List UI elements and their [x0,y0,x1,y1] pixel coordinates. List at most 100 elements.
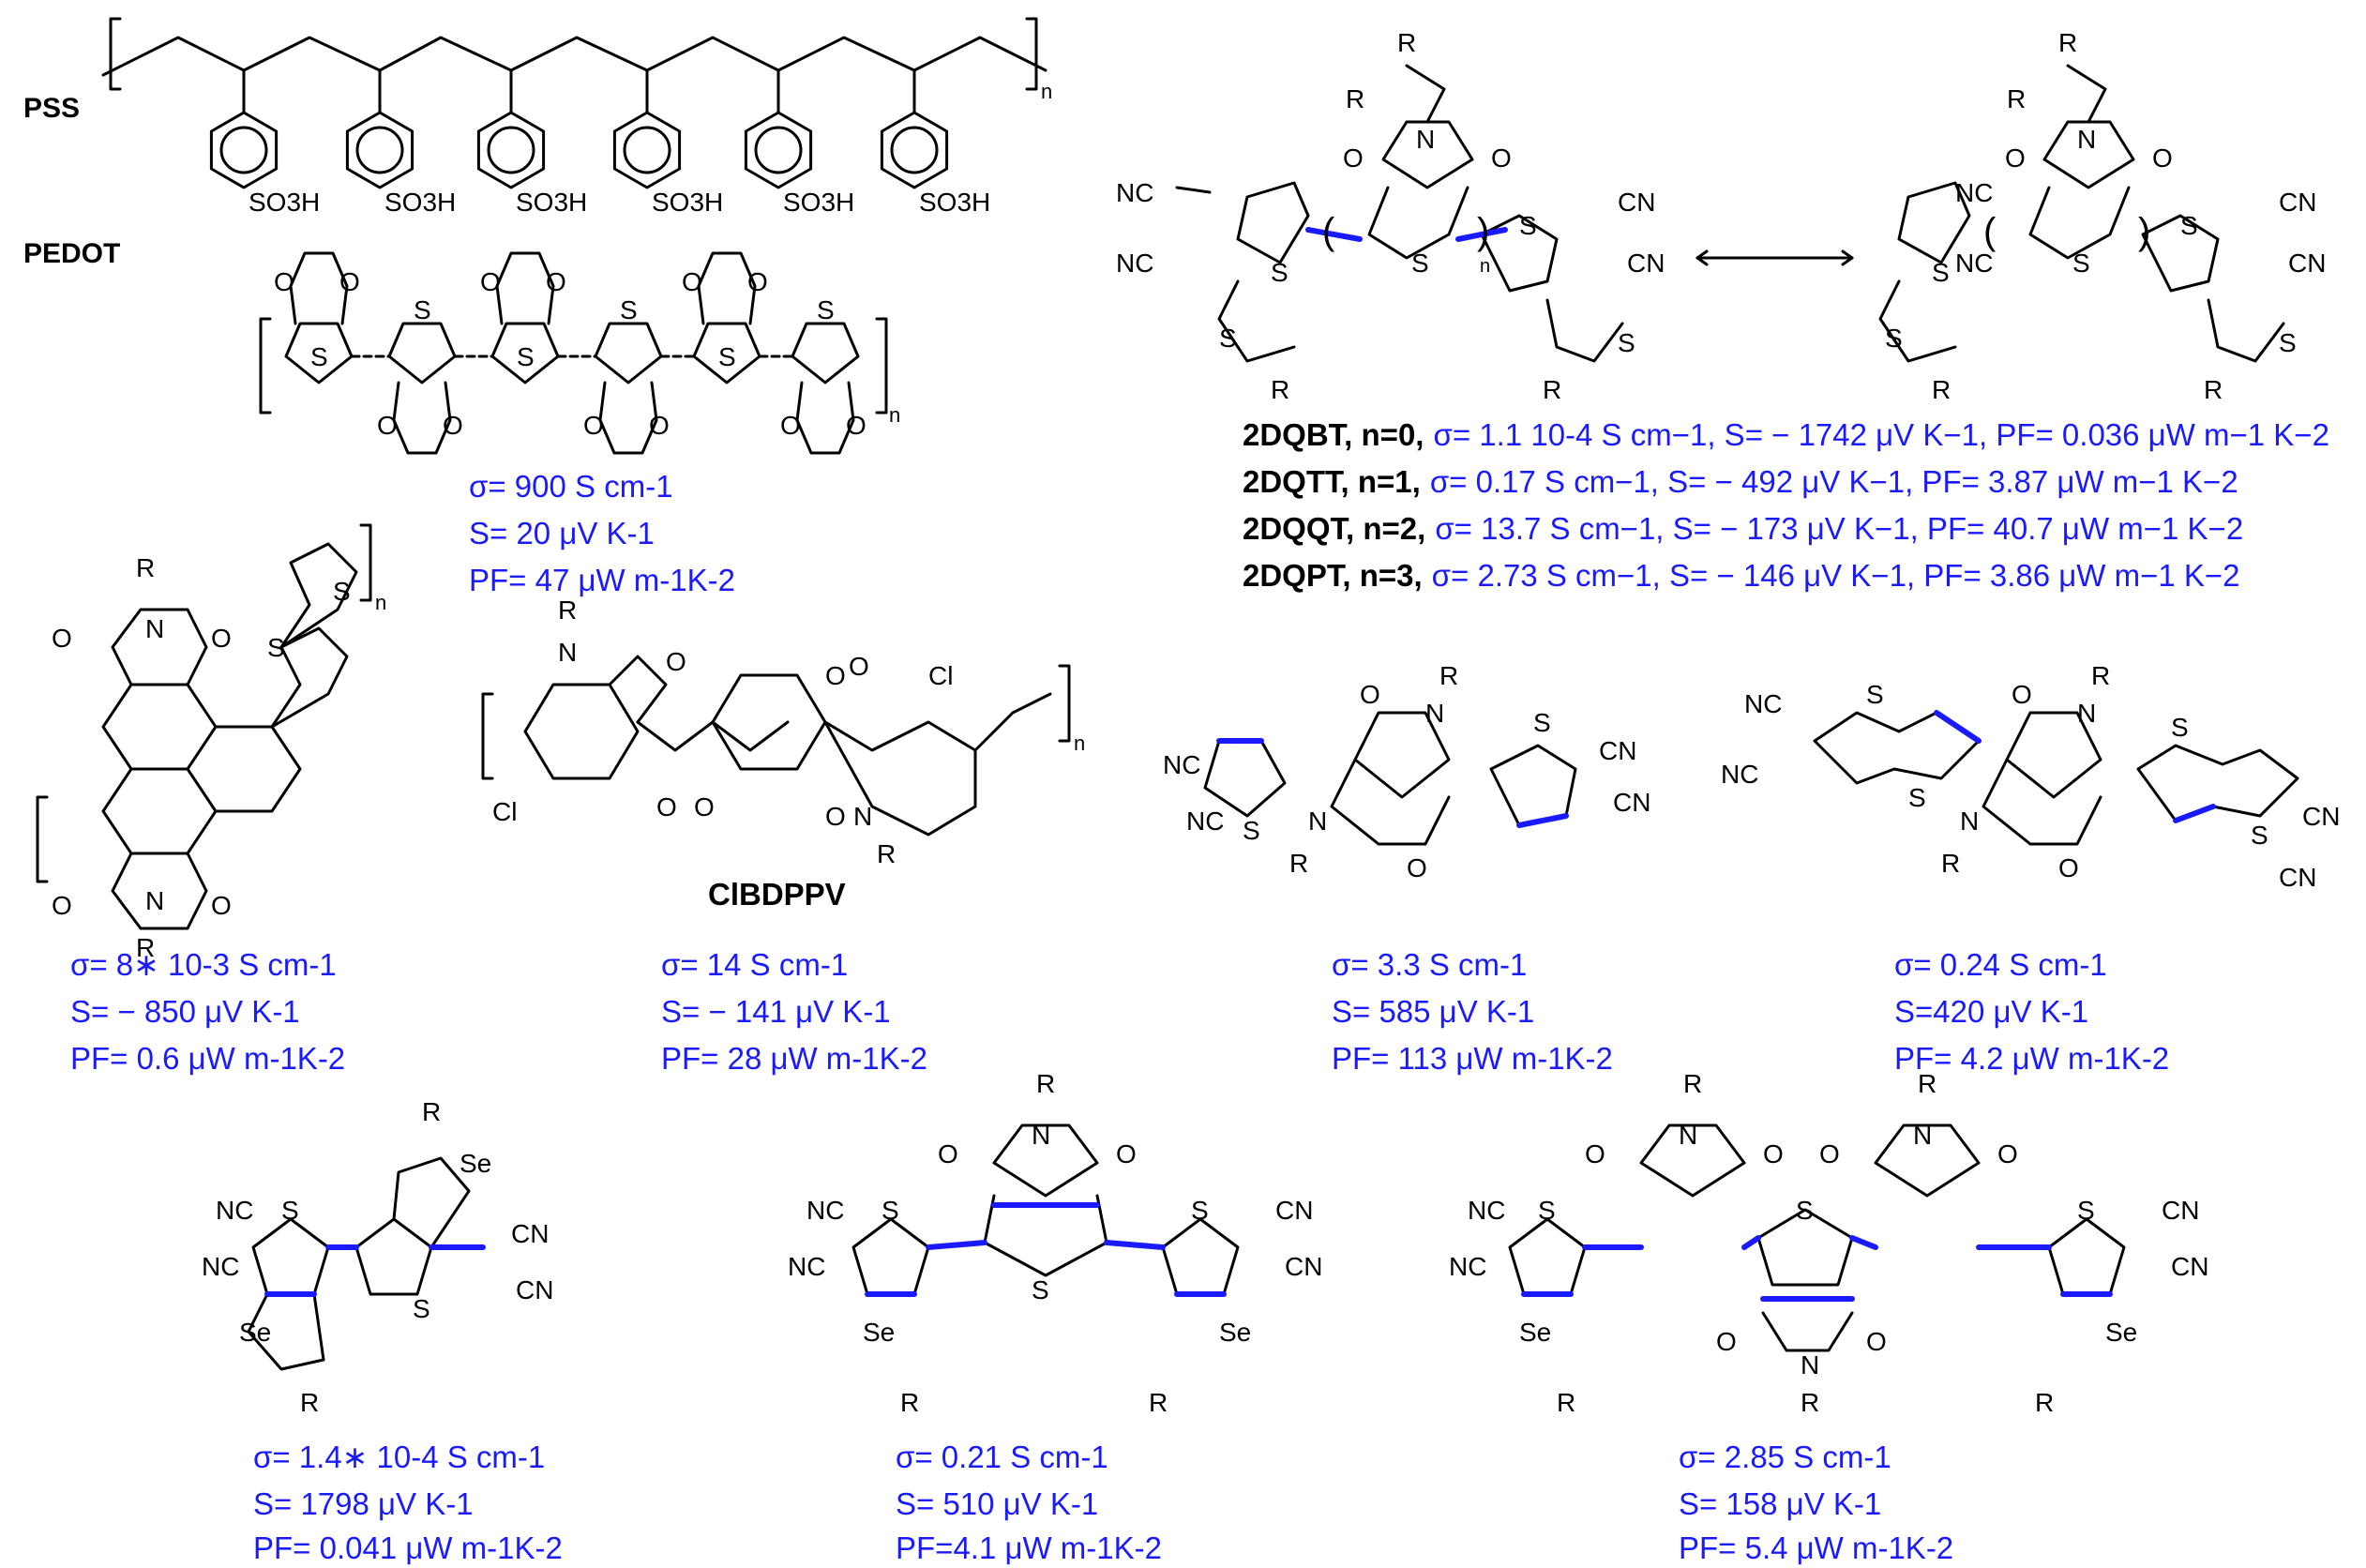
pedot-thiophene-ring [387,322,457,384]
svg-text:N: N [1801,1350,1819,1380]
svg-text:S: S [2180,211,2198,240]
svg-text:S: S [1411,249,1429,278]
svg-text:O: O [1116,1139,1137,1168]
svg-text:O: O [2012,680,2032,709]
svg-text:Cl: Cl [492,797,517,826]
pedot-thiophene-ring [692,322,761,384]
svg-text:O: O [825,661,846,690]
svg-text:NC: NC [1744,689,1782,718]
so3h-label: SO3H [919,188,990,217]
svg-text:S: S [333,577,351,606]
svg-text:CN: CN [2279,863,2316,892]
clbdppv-structure: N R O Cl O O O O Cl O N R n ClBDPPV [481,596,1085,912]
svg-text:N: N [1308,807,1327,836]
svg-text:S: S [2072,249,2090,278]
clbdppv-label: ClBDPPV [708,877,846,912]
se-medium-structure: N R O O S S Se R S Se R NC NC CN CN [788,1069,1322,1417]
svg-text:N: N [1032,1121,1050,1150]
svg-text:S: S [310,342,328,371]
dpp-thienothiophene-structure: O N R O N R S S S S NC NC CN CN [1721,661,2340,892]
svg-text:CN: CN [1275,1196,1313,1225]
so3h-label: SO3H [516,188,587,217]
svg-text:R: R [558,596,577,625]
dpp-tt-sigma: σ= 0.24 S cm-1 [1894,947,2107,982]
svg-text:NC: NC [806,1196,844,1225]
so3h-label: SO3H [249,188,320,217]
svg-text:S: S [2251,821,2268,850]
dpp-t-power-factor: PF= 113 μW m-1K-2 [1332,1041,1613,1076]
svg-text:Se: Se [1219,1318,1251,1347]
svg-text:S: S [414,295,431,324]
svg-text:N: N [1425,699,1444,728]
svg-text:): ) [1477,211,1489,252]
svg-text:O: O [849,652,869,681]
svg-text:O: O [694,792,715,822]
svg-text:N: N [145,614,164,643]
svg-text:R: R [136,553,155,582]
dpp-tt-power-factor: PF= 4.2 μW m-1K-2 [1894,1041,2169,1076]
svg-text:S: S [517,342,535,371]
svg-text:CN: CN [2171,1252,2208,1281]
dpp-thienothiophene-properties: σ= 0.24 S cm-1 S=420 μV K-1 PF= 4.2 μW m… [1894,947,2169,1076]
svg-text:O: O [52,891,72,920]
svg-text:CN: CN [2302,802,2340,831]
svg-text:Se: Se [2105,1318,2137,1347]
ndi-sigma: σ= 8∗ 10-3 S cm-1 [70,947,337,982]
svg-text:O: O [938,1139,958,1168]
svg-text:S: S [1932,258,1950,287]
svg-text:S: S [1866,680,1884,709]
svg-text:R: R [1346,84,1364,113]
svg-text:CN: CN [2279,188,2316,217]
se-medium-seebeck: S= 510 μV K-1 [896,1486,1098,1521]
2dq-row-0: 2DQBT, n=0,σ= 1.1 10-4 S cm−1, S= − 1742… [1243,417,2329,452]
svg-text:R: R [1289,849,1308,878]
svg-text:Cl: Cl [928,661,953,690]
svg-text:NC: NC [1116,249,1153,278]
svg-text:O: O [666,647,686,676]
svg-text:NC: NC [1468,1196,1505,1225]
svg-text:CN: CN [1627,249,1665,278]
dpp-t-sigma: σ= 3.3 S cm-1 [1332,947,1527,982]
se-small-properties: σ= 1.4∗ 10-4 S cm-1 S= 1798 μV K-1 PF= 0… [253,1440,563,1565]
svg-text:CN: CN [1613,788,1650,817]
pedot-seebeck: S= 20 μV K-1 [469,516,655,550]
svg-text:O: O [747,267,768,296]
svg-text:R: R [1801,1388,1819,1417]
svg-text:Se: Se [1519,1318,1551,1347]
svg-text:R: R [2035,1388,2054,1417]
svg-text:O: O [2005,143,2026,173]
svg-text:O: O [546,267,566,296]
svg-text:S: S [1618,328,1635,357]
se-small-power-factor: PF= 0.041 μW m-1K-2 [253,1530,563,1565]
svg-text:O: O [2152,143,2173,173]
svg-text:R: R [1036,1069,1055,1098]
svg-text:NC: NC [1116,178,1153,207]
se-large-properties: σ= 2.85 S cm-1 S= 158 μV K-1 PF= 5.4 μW … [1679,1440,1953,1565]
svg-text:R: R [1397,28,1416,57]
svg-text:NC: NC [1449,1252,1486,1281]
svg-text:S: S [1243,816,1260,845]
pss-n: n [1041,80,1052,103]
pedot-n: n [889,403,900,427]
svg-text:Se: Se [863,1318,895,1347]
svg-text:S: S [1533,708,1551,737]
pedot-sigma: σ= 900 S cm-1 [469,469,673,504]
svg-text:O: O [656,792,677,822]
svg-text:S: S [2279,328,2297,357]
svg-text:CN: CN [1618,188,1655,217]
dpp-thiophene-structure: O N R O N R S S NC NC CN CN [1163,661,1650,882]
svg-text:(: ( [1322,211,1335,252]
svg-text:N: N [1416,125,1435,154]
clbdppv-sigma: σ= 14 S cm-1 [661,947,848,982]
se-large-sigma: σ= 2.85 S cm-1 [1679,1440,1891,1474]
svg-text:S: S [817,295,835,324]
svg-text:NC: NC [1721,760,1758,789]
svg-text:R: R [1149,1388,1168,1417]
svg-text:n: n [1480,256,1490,277]
dpp-thiophene-properties: σ= 3.3 S cm-1 S= 585 μV K-1 PF= 113 μW m… [1332,947,1613,1076]
pss-phenyl-ring [612,111,682,189]
svg-text:R: R [1941,849,1960,878]
svg-text:O: O [780,411,801,440]
se-medium-sigma: σ= 0.21 S cm-1 [896,1440,1108,1474]
